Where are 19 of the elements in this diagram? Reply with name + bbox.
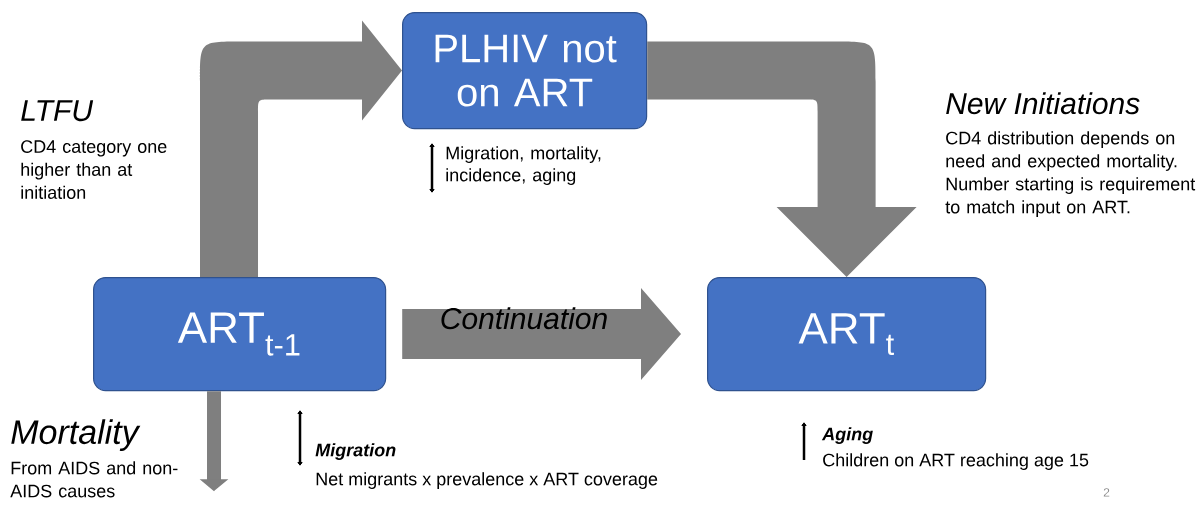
annotation-heading: New Initiations — [946, 92, 1140, 115]
annotation-heading: LTFU — [21, 100, 94, 122]
page-number: 2 — [1103, 488, 1110, 497]
note-text: CD4 distribution depends on need and expected mortality. Number starting is requirement to match input on ART. — [945, 131, 1196, 217]
note-text: From AIDS and non-AIDS causes — [10, 461, 178, 498]
process-box: PLHIV not on ART — [402, 12, 648, 130]
note-heading: Migration — [315, 443, 396, 460]
note-text: Migration, mortality, incidence, aging — [446, 146, 601, 185]
note-text: Net migrants x prevalence x ART coverage — [316, 472, 658, 489]
flow-arrow — [647, 41, 917, 277]
note-text: Children on ART reaching age 15 — [823, 453, 1089, 470]
process-box: ART$_{t}$ — [707, 277, 987, 392]
flow-arrow — [200, 20, 402, 277]
note-text: CD4 category one higher than at initiation — [21, 140, 167, 199]
flow-arrow — [402, 288, 681, 381]
edge-label: Continuation — [441, 307, 607, 330]
process-box: ART$_{t-1}$ — [93, 277, 387, 392]
note-heading: Aging — [821, 427, 873, 444]
edge-label: Mortality — [11, 419, 141, 451]
